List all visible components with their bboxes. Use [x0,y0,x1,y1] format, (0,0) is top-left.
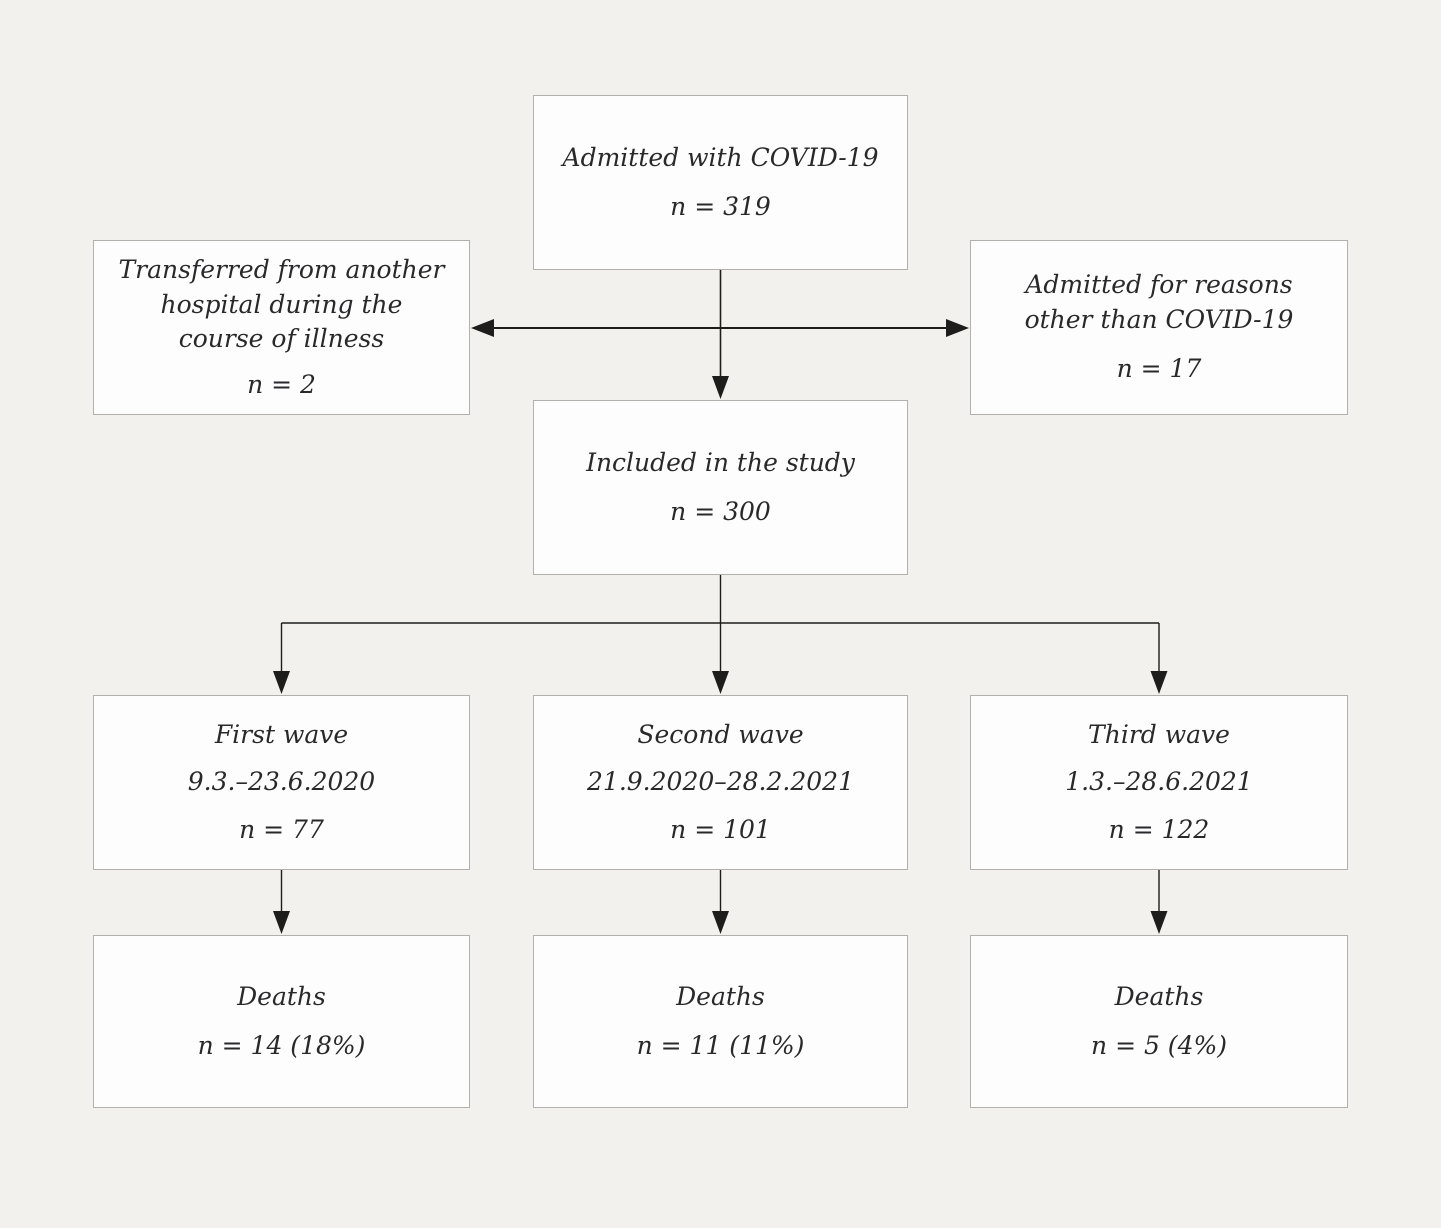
box-deaths-first-wave-count: n = 14 (18%) [197,1031,366,1060]
box-other-reasons-count: n = 17 [1116,354,1202,384]
box-deaths-second-wave: Deaths n = 11 (11%) [533,935,908,1108]
box-second-wave-count: n = 101 [670,814,771,844]
box-included: Included in the study n = 300 [533,400,908,575]
box-first-wave: First wave 9.3.–23.6.2020 n = 77 [93,695,470,870]
box-third-wave-period: 1.3.–28.6.2021 [1065,767,1253,797]
box-first-wave-period: 9.3.–23.6.2020 [187,767,376,797]
box-included-count: n = 300 [670,497,771,526]
box-deaths-second-wave-count: n = 11 (11%) [636,1031,805,1060]
arrow-admitted-to-included [712,270,729,399]
box-deaths-first-wave: Deaths n = 14 (18%) [93,935,470,1108]
box-admitted: Admitted with COVID-19 n = 319 [533,95,908,270]
box-transferred-count: n = 2 [247,369,316,399]
box-deaths-first-wave-title: Deaths [237,981,326,1011]
box-third-wave: Third wave 1.3.–28.6.2021 n = 122 [970,695,1348,870]
box-other-reasons-title: Admitted for reasons other than COVID-19 [1024,270,1294,334]
box-admitted-count: n = 319 [670,192,771,221]
box-deaths-third-wave-count: n = 5 (4%) [1091,1031,1227,1060]
box-deaths-third-wave-title: Deaths [1114,981,1204,1011]
box-second-wave: Second wave 21.9.2020–28.2.2021 n = 101 [533,695,908,870]
arrow-exclusions-double [471,319,969,337]
box-admitted-title: Admitted with COVID-19 [562,142,879,172]
box-third-wave-title: Third wave [1088,719,1230,749]
box-first-wave-count: n = 77 [239,814,324,844]
box-deaths-second-wave-title: Deaths [676,981,765,1011]
box-other-reasons: Admitted for reasons other than COVID-19… [970,240,1348,415]
box-deaths-third-wave: Deaths n = 5 (4%) [970,935,1348,1108]
box-second-wave-title: Second wave [637,719,804,749]
box-transferred-title: Transferred from another hospital during… [118,255,445,353]
box-included-title: Included in the study [586,447,855,477]
branch-included-to-waves [273,575,1168,694]
arrow-second-wave-to-deaths [712,870,729,934]
box-third-wave-count: n = 122 [1108,814,1210,844]
arrow-third-wave-to-deaths [1150,870,1168,934]
box-transferred: Transferred from another hospital during… [93,240,470,415]
arrow-first-wave-to-deaths [273,870,290,934]
box-second-wave-period: 21.9.2020–28.2.2021 [587,767,854,797]
box-first-wave-title: First wave [214,719,349,749]
